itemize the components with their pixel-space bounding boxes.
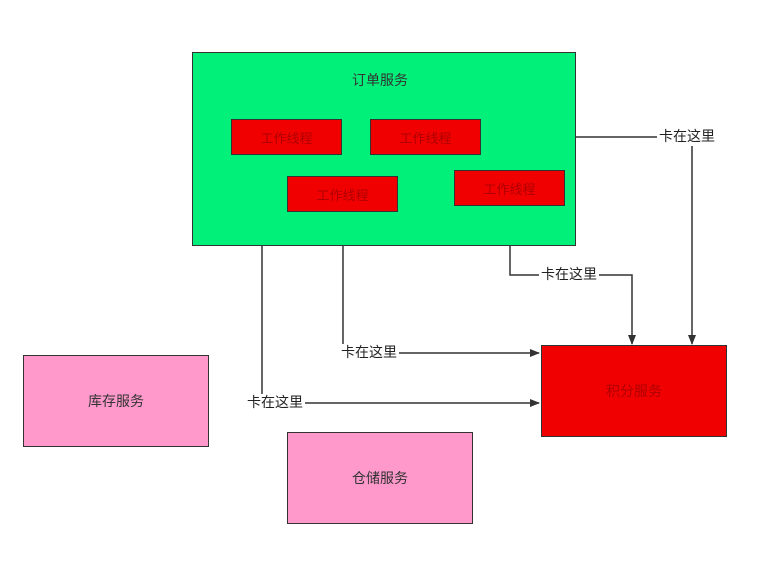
worker-thread-2: 工作线程: [370, 119, 481, 155]
stuck-label-bottom: 卡在这里: [245, 394, 305, 412]
warehouse-service-box: 仓储服务: [287, 432, 473, 524]
stuck-label-top-right: 卡在这里: [657, 128, 717, 146]
inventory-service-label: 库存服务: [88, 394, 144, 410]
worker-thread-4: 工作线程: [454, 170, 565, 206]
stuck-label-middle: 卡在这里: [339, 344, 399, 362]
worker-thread-3: 工作线程: [287, 176, 398, 212]
worker-thread-1: 工作线程: [231, 119, 342, 155]
points-service-label: 积分服务: [606, 384, 662, 400]
order-service-title: 订单服务: [352, 73, 408, 89]
warehouse-service-label: 仓储服务: [352, 471, 408, 487]
points-service-box: 积分服务: [541, 345, 727, 437]
stuck-label-mid-right: 卡在这里: [539, 266, 599, 284]
inventory-service-box: 库存服务: [23, 355, 209, 447]
